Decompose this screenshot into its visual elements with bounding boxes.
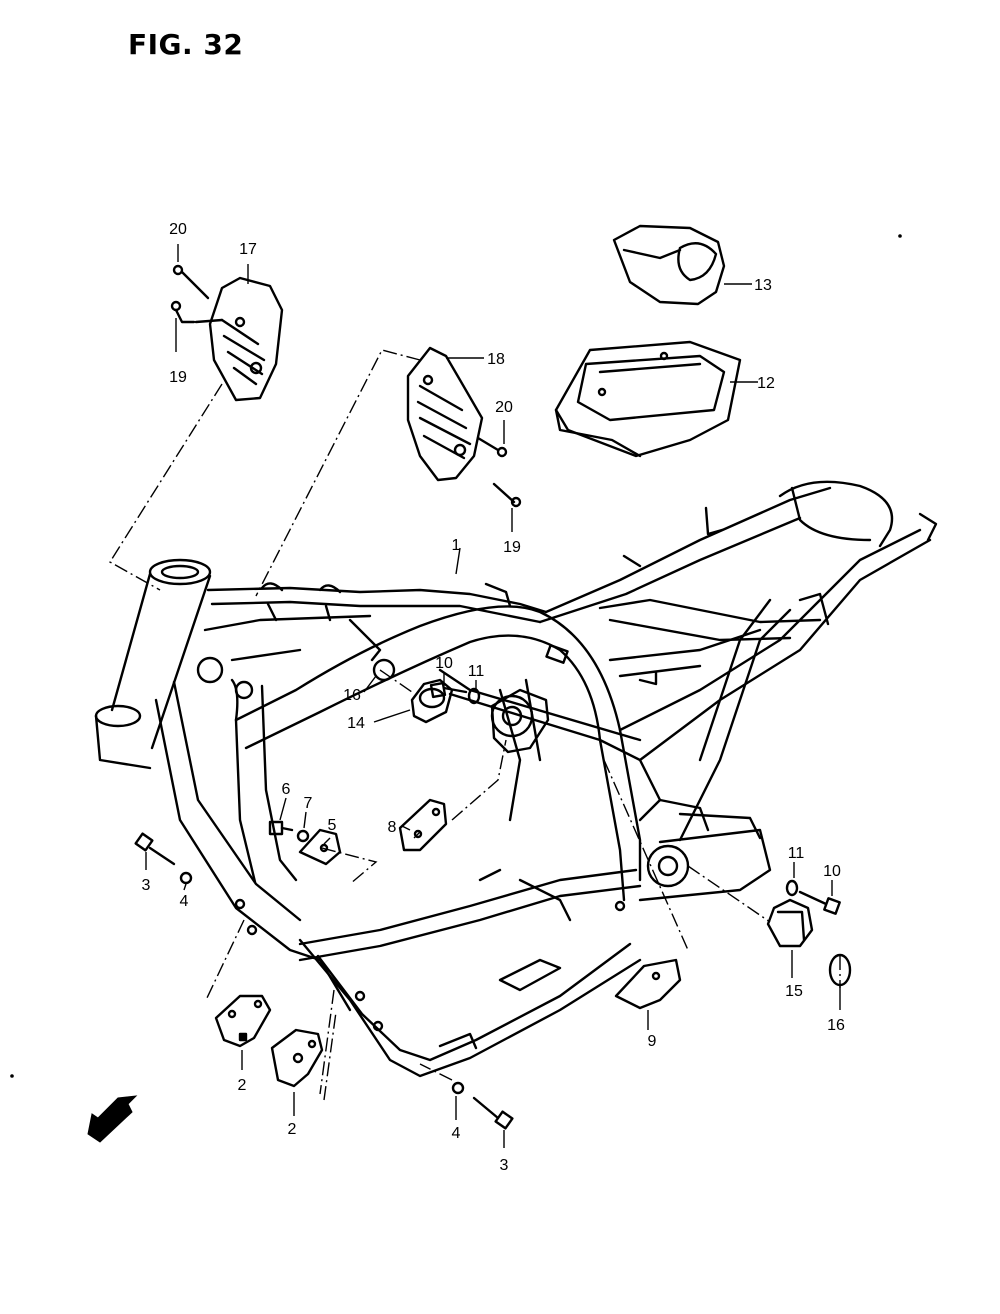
part-17-side-cover	[208, 276, 284, 402]
part-16-cap	[372, 658, 396, 682]
callout-14: 14	[347, 715, 365, 732]
callout-19-right: 19	[503, 539, 521, 556]
part-11-washer-lower	[785, 879, 799, 897]
part-3-bolt-right	[472, 1096, 514, 1130]
part-8-bracket	[398, 798, 448, 852]
callout-3-right: 3	[500, 1157, 509, 1174]
part-2-plate-right	[270, 1028, 324, 1088]
part-19-bolt-right	[492, 482, 522, 508]
engine-mount-bosses	[196, 656, 710, 888]
part-4-nut-left	[179, 871, 193, 885]
callout-8: 8	[388, 819, 397, 836]
callout-10: 10	[435, 655, 453, 672]
callout-11: 11	[468, 663, 485, 680]
part-19-bolt	[170, 300, 224, 324]
callout-20-right: 20	[495, 399, 513, 416]
part-10-bolt-lower	[798, 890, 841, 915]
part-6-bolt	[268, 820, 294, 836]
callout-5: 5	[328, 817, 337, 834]
callout-1: 1	[452, 537, 461, 554]
phantom-lines	[109, 349, 841, 1101]
callout-12: 12	[757, 375, 775, 392]
part-20-screw	[172, 264, 210, 300]
figure-title: FIG. 32	[128, 28, 244, 61]
part-4-nut-right	[451, 1081, 465, 1095]
frame-main-tubes	[154, 480, 938, 1078]
callout-13: 13	[754, 277, 772, 294]
callout-11-right: 11	[788, 845, 805, 862]
leader-lines	[145, 244, 841, 1148]
callout-19: 19	[169, 369, 187, 386]
part-15-mount	[766, 898, 814, 948]
callout-10-right: 10	[823, 863, 841, 880]
callout-2-right: 2	[288, 1121, 297, 1138]
fwd-arrow-icon: FWD	[87, 1095, 138, 1143]
callout-7: 7	[304, 795, 313, 812]
steering-head-tube	[94, 558, 212, 770]
callout-6: 6	[282, 781, 291, 798]
callout-9: 9	[648, 1033, 657, 1050]
callout-15: 15	[785, 983, 803, 1000]
part-5-bracket	[298, 828, 342, 866]
part-11-washer-upper	[467, 687, 481, 705]
part-12-tray	[554, 340, 742, 458]
callout-2: 2	[238, 1077, 247, 1094]
part-2-plate-left	[214, 994, 272, 1048]
callout-17: 17	[239, 241, 257, 258]
callout-3: 3	[142, 877, 151, 894]
part-3-bolt-left	[134, 832, 176, 866]
part-10-bolt-upper	[429, 681, 468, 699]
part-20-screw-right	[476, 436, 508, 458]
callout-16-right: 16	[827, 1017, 845, 1034]
callout-numbers: 20 17 19 13 12 18 20 19 1 10 11 16 14 6 …	[142, 221, 845, 1174]
callout-4-right: 4	[452, 1125, 461, 1142]
callout-18: 18	[487, 351, 505, 368]
stray-dot	[10, 1074, 14, 1078]
callout-20: 20	[169, 221, 187, 238]
stray-dot	[898, 234, 902, 238]
part-9-bracket	[614, 958, 682, 1010]
callout-4: 4	[180, 893, 189, 910]
part-18-side-cover	[406, 346, 484, 482]
part-7-nut	[296, 829, 310, 843]
part-13-cover	[612, 224, 726, 306]
callout-16: 16	[343, 687, 361, 704]
